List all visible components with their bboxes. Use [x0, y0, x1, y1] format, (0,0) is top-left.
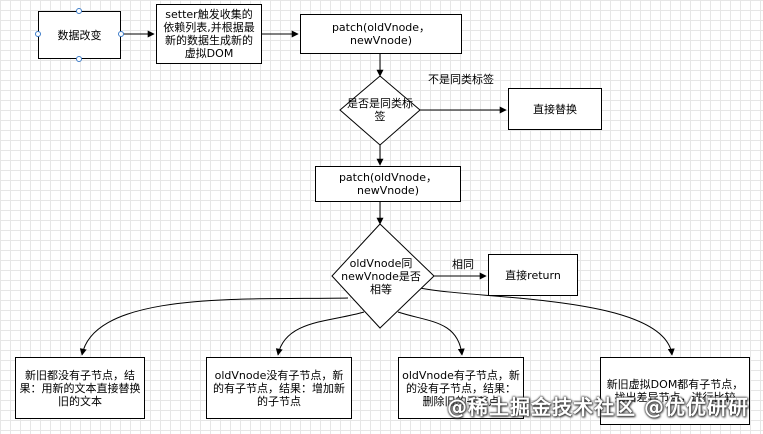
node-data-change: 数据改变	[38, 11, 121, 59]
node-return: 直接return	[488, 254, 578, 296]
node-case-new-has-children: oldVnode没有子节点，新的有子节点，结果：增加新的子节点	[206, 357, 352, 419]
edge-decision2-to-case4	[419, 287, 675, 356]
node-replace: 直接替换	[508, 88, 602, 130]
decision-diamond-vnode-equal	[331, 223, 435, 329]
connection-handle-left[interactable]	[35, 31, 41, 37]
decision-label-vnode-equal: oldVnode同newVnode是否相等	[341, 256, 421, 296]
edge-label-not-same-type: 不是同类标签	[428, 73, 494, 86]
edge-decision2-to-case3	[397, 311, 465, 356]
connection-handle-right[interactable]	[118, 31, 124, 37]
connection-handle-bottom[interactable]	[76, 56, 82, 62]
node-case-old-has-children: oldVnode有子节点，新的没有子节点，结果：删除旧的子节点	[398, 357, 524, 419]
connection-handle-top[interactable]	[76, 8, 82, 14]
node-case-no-children: 新旧都没有子节点，结果：用新的文本直接替换旧的文本	[15, 357, 145, 419]
decision-diamond-same-type	[339, 75, 421, 146]
watermark: @稀土掘金技术社区 @优优研研	[447, 395, 749, 419]
edge-decision2-to-case1	[79, 297, 349, 356]
node-patch-1: patch(oldVnode，newVnode)	[300, 14, 462, 54]
node-setter-notify: setter触发收集的依赖列表,并根据最新的数据生成新的虚拟DOM	[156, 4, 262, 64]
edge-decision2-to-case2	[275, 311, 365, 356]
node-case-both-have-children: 新旧虚拟DOM都有子节点，找出差异节点，进行比较	[600, 357, 750, 425]
decision-label-same-type: 是否是同类标签	[347, 97, 413, 123]
node-patch-2: patch(oldVnode，newVnode)	[315, 166, 461, 202]
edge-label-same: 相同	[452, 258, 474, 271]
